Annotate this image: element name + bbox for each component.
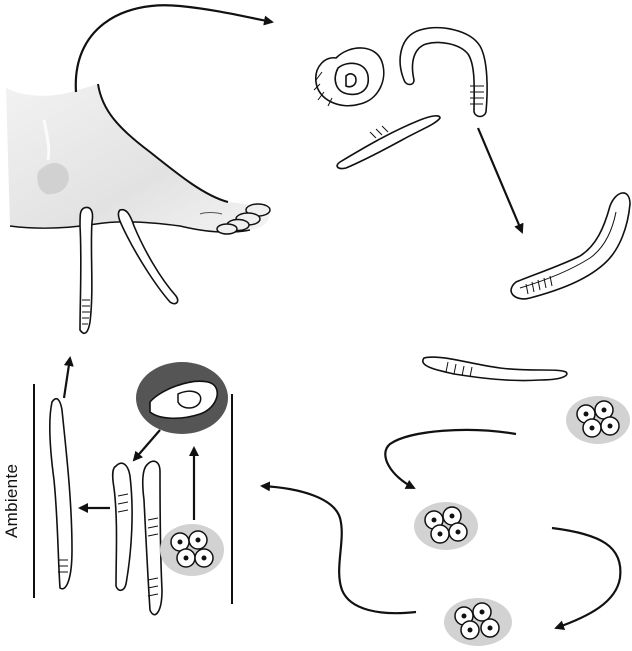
foot-illustration — [6, 84, 270, 234]
arrow-icon — [76, 5, 272, 92]
filariform-larva — [50, 399, 162, 615]
arrow-icon — [262, 486, 416, 613]
filariform-larva — [80, 208, 178, 334]
egg-icon — [414, 502, 478, 550]
adult-worm — [511, 193, 630, 299]
arrow-icon — [385, 430, 516, 488]
arrow-icon — [552, 528, 620, 628]
environment-label: Ambiente — [2, 418, 26, 538]
arrow-icon — [478, 128, 522, 232]
egg-icon — [160, 524, 224, 576]
egg-icon — [566, 396, 630, 444]
adult-worm — [316, 28, 487, 169]
rhabditiform-larva — [136, 362, 228, 434]
egg-icon — [444, 598, 512, 646]
rhabditiform-larva — [423, 357, 567, 380]
